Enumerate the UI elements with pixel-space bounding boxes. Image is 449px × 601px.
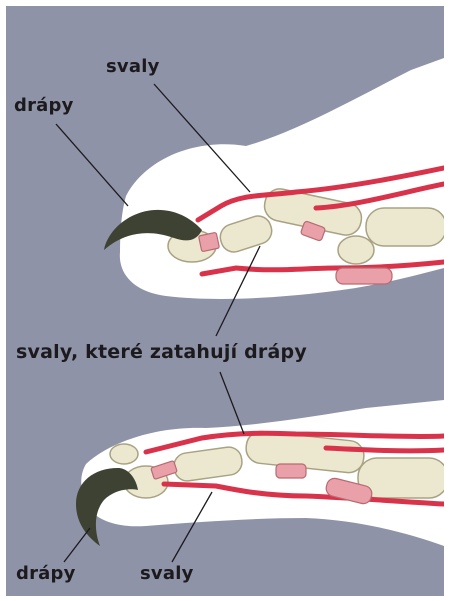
label-bottom-svaly: svaly [140, 563, 194, 584]
label-top-svaly: svaly [106, 56, 160, 77]
label-bottom-drapy: drápy [16, 563, 76, 584]
label-middle-svaly-drapy: svaly, které zatahují drápy [16, 341, 307, 363]
label-top-drapy: drápy [14, 95, 74, 116]
